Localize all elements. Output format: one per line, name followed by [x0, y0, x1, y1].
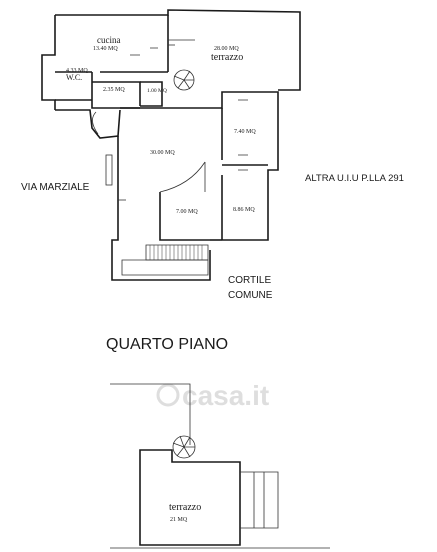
neighbor-label: ALTRA U.I.U P.LLA 291 — [305, 173, 404, 184]
watermark: casa.it — [156, 380, 269, 411]
watermark-text: casa.it — [182, 380, 269, 411]
courtyard-label-line2: COMUNE — [228, 290, 273, 301]
room-area-8-86: 8.86 MQ — [233, 207, 255, 213]
street-label: VIA MARZIALE — [21, 182, 90, 193]
stair-treads — [121, 244, 209, 276]
room-area-1-00-a: 1.00 MQ — [147, 88, 167, 94]
courtyard-label-line1: CORTILE — [228, 275, 271, 286]
watermark-logo-icon — [156, 383, 180, 407]
room-name-wc: W.C. — [66, 73, 82, 82]
room-area-terrazzo-lower: 21 MQ — [170, 517, 188, 523]
room-name-terrazzo-lower: terrazzo — [169, 502, 201, 513]
floor-title: QUARTO PIANO — [106, 336, 228, 353]
room-area-cucina: 13.40 MQ — [93, 46, 118, 52]
room-area-30-00: 30.00 MQ — [150, 150, 175, 156]
upper-floor-plan — [41, 9, 301, 281]
room-area-2-35: 2.35 MQ — [103, 87, 125, 93]
room-area-terrazzo-upper: 28.00 MQ — [214, 46, 239, 52]
room-area-7-00: 7.00 MQ — [176, 209, 198, 215]
room-area-7-40: 7.40 MQ — [234, 129, 256, 135]
room-area-wc: 4.33 MQ — [66, 68, 88, 74]
room-name-terrazzo-upper: terrazzo — [211, 52, 243, 63]
room-name-cucina: cucina — [97, 35, 120, 45]
lower-floor-plan — [110, 383, 330, 549]
